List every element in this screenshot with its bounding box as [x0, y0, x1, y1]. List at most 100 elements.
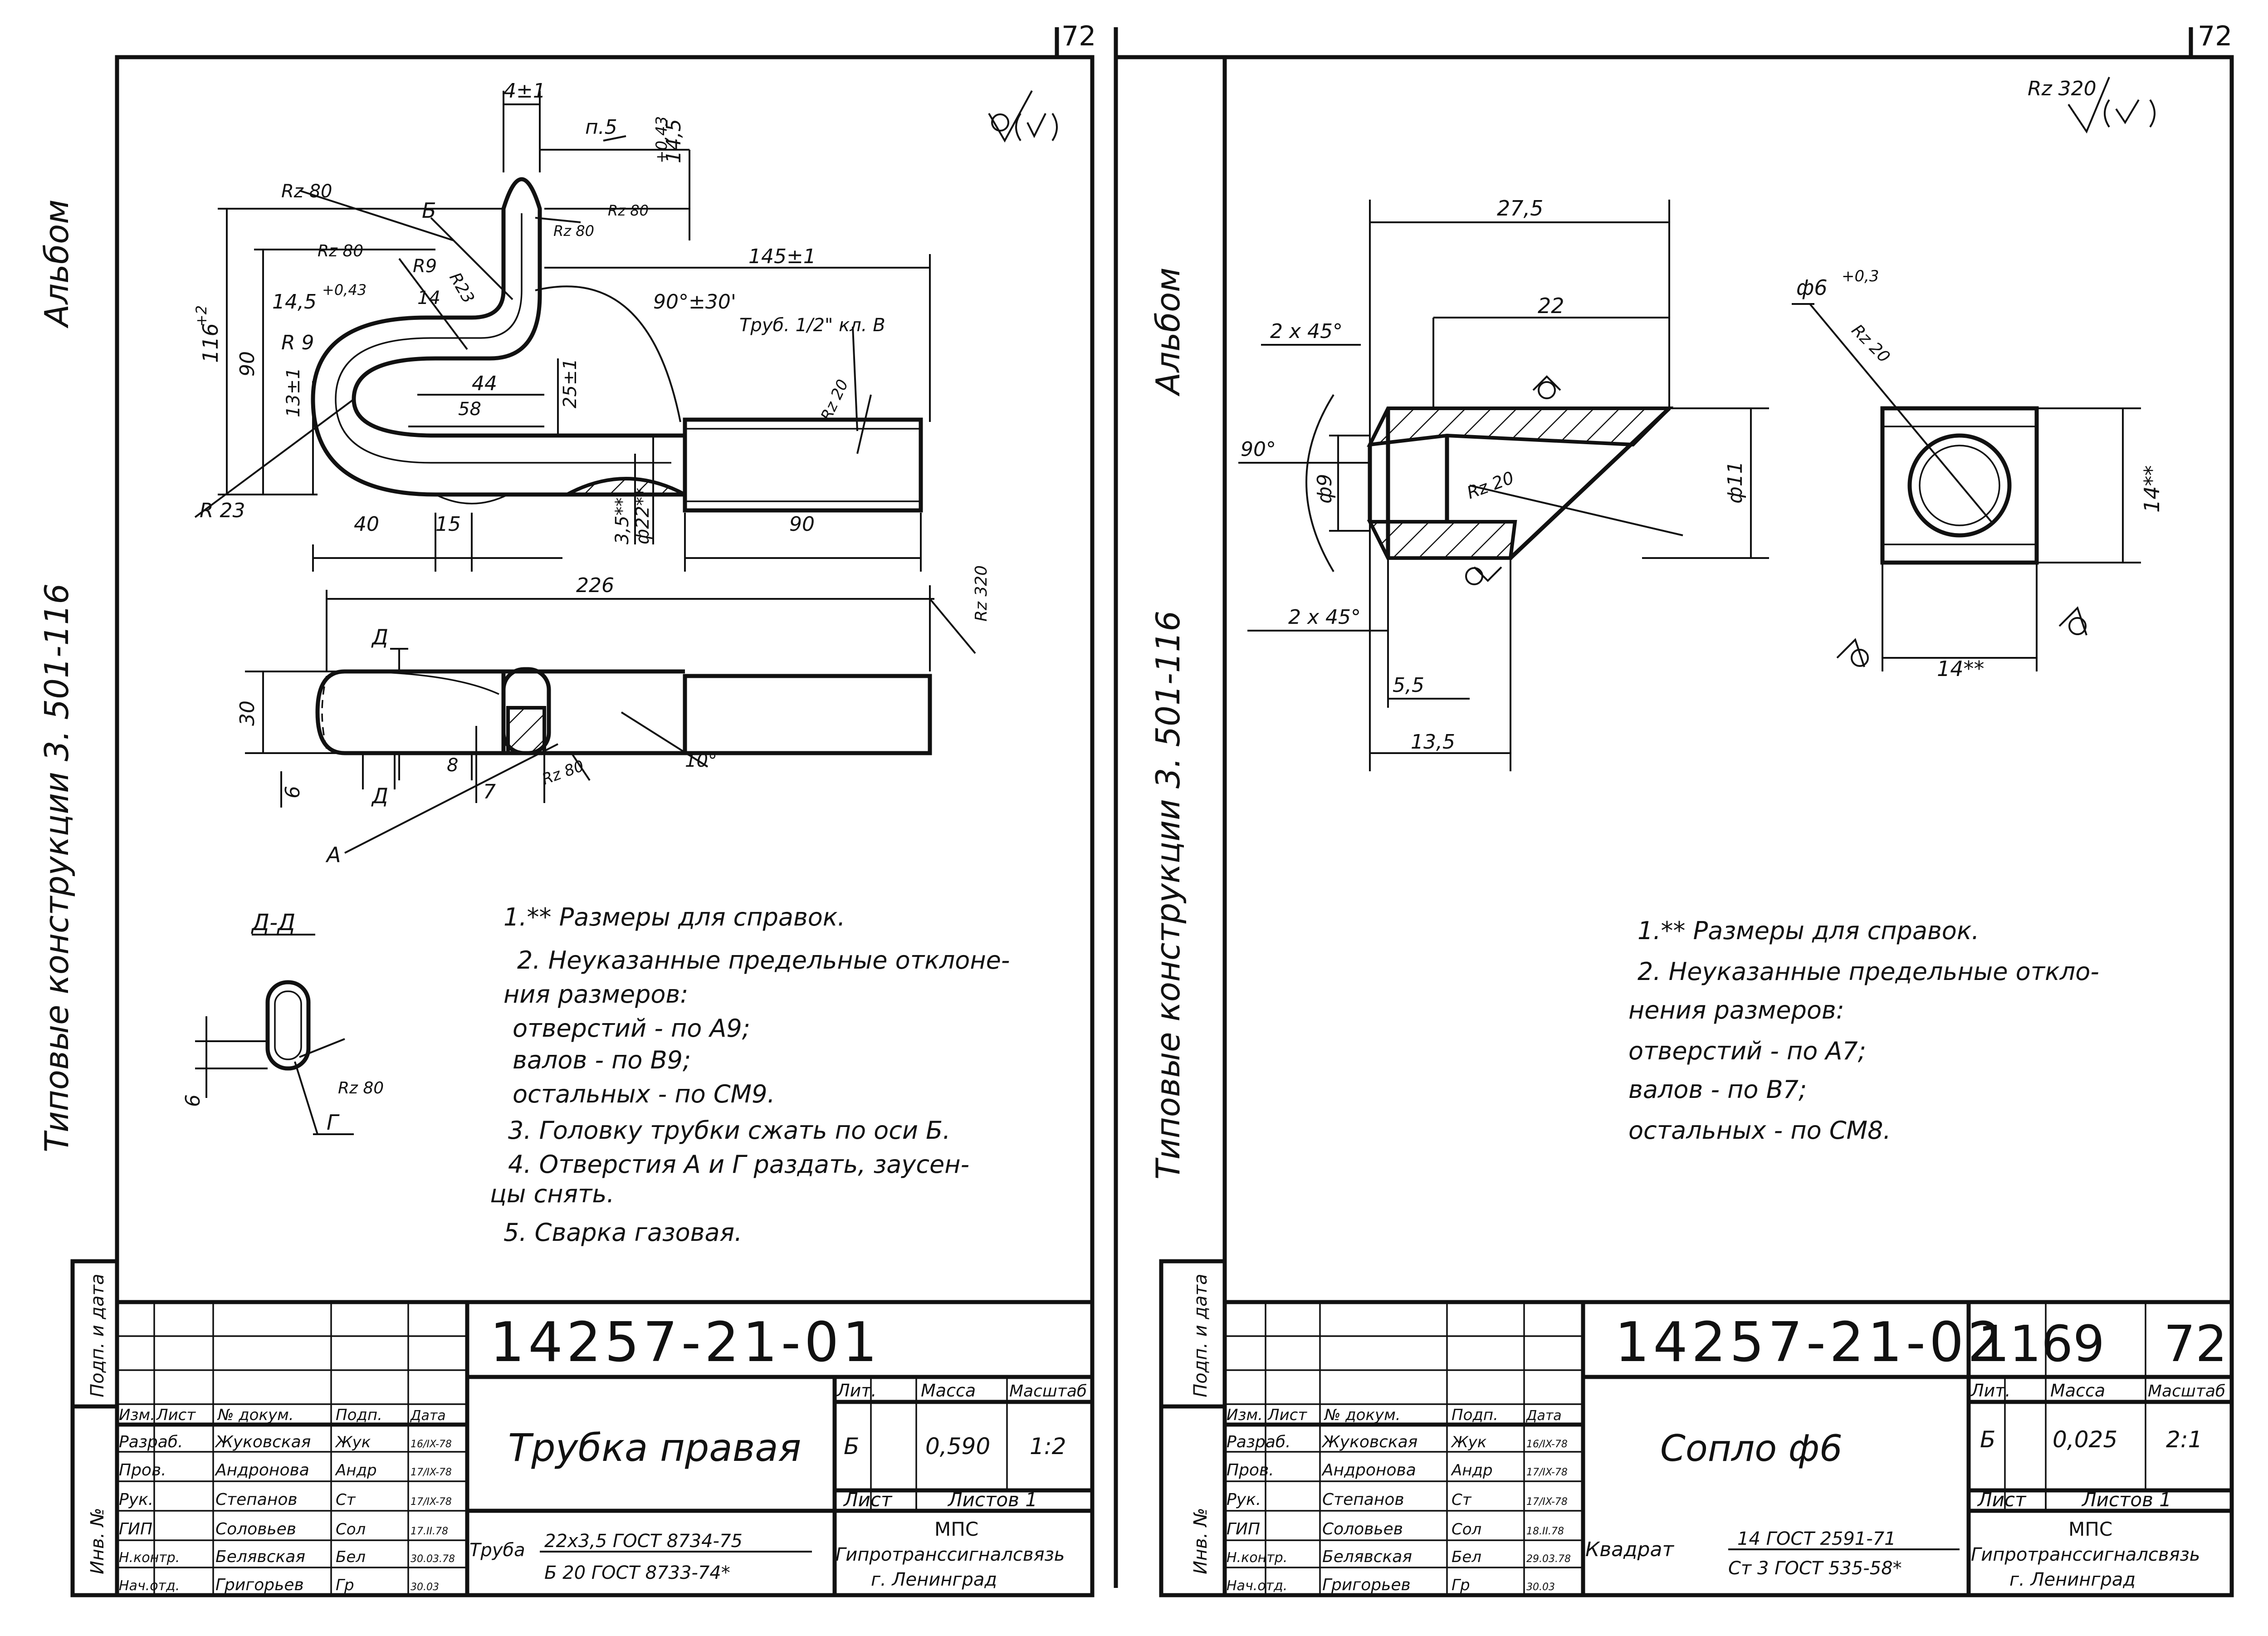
left-row-date-1: 16/IX-78 [411, 1439, 452, 1450]
dim-d14: 90°±30' [653, 290, 736, 313]
dim-d33: 30 [236, 700, 259, 726]
right-part-title: Сопло ф6 [1660, 1427, 1843, 1469]
right-row-name-1: Жуковская [1321, 1433, 1418, 1451]
right-box-2: 72 [2164, 1315, 2227, 1373]
right-row-sign-4: Сол [1452, 1520, 1481, 1538]
dim-d17: 90 [236, 351, 259, 377]
right-note-4: отверстий - по А7; [1628, 1037, 1866, 1065]
right-note-6: остальных - по СМ8. [1628, 1116, 1891, 1145]
right-row-role-6: Нач.отд. [1227, 1578, 1287, 1594]
dim-d28: ф22** [632, 488, 653, 544]
left-note-7: 3. Головку трубки сжать по оси Б. [508, 1116, 950, 1145]
dim-d25: 40 [354, 513, 379, 536]
left-note-2: 2. Неуказанные предельные отклоне- [517, 946, 1010, 975]
right-notes: 1.** Размеры для справок. 2. Неуказанные… [1628, 916, 2099, 1145]
left-side-label-2: Инв. № [87, 1508, 108, 1574]
left-lit-value: Б [844, 1433, 859, 1460]
dim-r9: 5,5 [1393, 674, 1424, 697]
right-row-name-4: Соловьев [1322, 1520, 1403, 1538]
left-note-8: 4. Отверстия А и Г раздать, заусен- [508, 1150, 969, 1179]
left-col-izm: Изм. [119, 1406, 155, 1424]
dim-d2: п.5 [585, 116, 617, 139]
right-col-list: Лист [1267, 1406, 1307, 1424]
right-doc-number: 14257-21-02 [1615, 1311, 2006, 1374]
dim-d23: Rz 20 [817, 377, 852, 423]
right-side-label-2: Инв. № [1190, 1508, 1211, 1574]
left-note-10: 5. Сварка газовая. [503, 1218, 742, 1247]
dim-d21: 25±1 [560, 358, 581, 408]
nozzle-section [1238, 200, 1769, 771]
right-org-1: МПС [2068, 1518, 2112, 1540]
dim-d12: 14,5 [272, 290, 317, 313]
left-part-title: Трубка правая [508, 1425, 801, 1470]
dim-d20: 44 [472, 372, 497, 395]
right-lit-label: Лит. [1970, 1381, 2011, 1401]
roughness-right-label: Rz 320 [2028, 77, 2097, 100]
right-material-bottom: Ст 3 ГОСТ 535-58* [1728, 1558, 1902, 1579]
dim-d4: Rz 80 [281, 181, 332, 202]
dim-d13: 14 [417, 288, 440, 309]
left-material-kind: Труба [469, 1540, 525, 1561]
right-scale-label: Масштаб [2148, 1382, 2225, 1401]
dim-d11: 145±1 [748, 245, 816, 268]
right-row-role-3: Рук. [1227, 1490, 1261, 1509]
right-row-sign-2: Андр [1451, 1461, 1493, 1479]
album-label-left: Типовые конструкции 3. 501-116 [38, 583, 76, 1152]
dim-d9: R9 [413, 256, 437, 277]
dim-r2: 22 [1538, 294, 1564, 318]
section-label: Д-Д [251, 909, 295, 936]
dim-d12-tol: +0,43 [322, 281, 367, 299]
left-row-role-1: Разраб. [119, 1433, 183, 1451]
dim-d40: А [325, 842, 341, 867]
left-note-9: цы снять. [490, 1180, 614, 1208]
left-row-name-2: Андронова [215, 1461, 309, 1479]
left-note-3: ния размеров: [503, 980, 688, 1009]
left-row-date-5: 30.03.78 [411, 1553, 455, 1565]
left-row-sign-6: Гр [336, 1576, 354, 1594]
dim-d34: 6 [281, 786, 304, 798]
dim-r12: Rz 20 [1848, 321, 1894, 367]
dim-r10: 13,5 [1411, 730, 1455, 754]
left-col-doc: № докум. [217, 1406, 294, 1424]
right-material-kind: Квадрат [1585, 1538, 1674, 1561]
dim-r14: 14** [1937, 656, 1984, 681]
left-scale-label: Масштаб [1009, 1382, 1087, 1401]
left-row-sign-5: Бел [336, 1548, 366, 1566]
right-row-sign-5: Бел [1452, 1548, 1481, 1566]
right-sheet-label: Лист [1977, 1489, 2027, 1511]
dim-d16: 116 [198, 323, 223, 363]
series-label-left: Альбом [38, 200, 76, 328]
dim-d39: 10° [685, 750, 717, 771]
page-number-right: 72 [2198, 20, 2232, 52]
left-row-date-6: 30.03 [411, 1582, 439, 1593]
square-dimensions: ф6 +0,3 Rz 20 14** 14** [1796, 267, 2164, 681]
dim-d7: Rz 80 [608, 202, 649, 219]
right-row-date-4: 18.II.78 [1526, 1526, 1564, 1537]
dim-d43: Rz 80 [338, 1079, 384, 1097]
right-note-2: 2. Неуказанные предельные откло- [1637, 957, 2099, 986]
dim-d6: Rz 80 [553, 222, 594, 240]
right-row-sign-6: Гр [1452, 1576, 1470, 1594]
left-note-6: остальных - по СМ9. [513, 1080, 775, 1108]
right-material-top: 14 ГОСТ 2591-71 [1737, 1528, 1896, 1549]
right-row-date-3: 17/IX-78 [1526, 1496, 1568, 1508]
right-scale-value: 2:1 [2166, 1426, 2202, 1453]
right-row-date-6: 30.03 [1526, 1582, 1555, 1593]
dim-r11: ф6 [1796, 275, 1828, 300]
left-row-role-5: Н.контр. [119, 1550, 180, 1566]
tube-front-view [194, 91, 931, 572]
dim-d29: 90 [789, 513, 815, 536]
dim-r5: ф9 [1313, 474, 1336, 504]
nozzle-dimensions: 27,5 22 2 x 45° 90° ф9 Rz 20 ф11 2 x 45°… [1241, 196, 1747, 754]
dim-d1: 4±1 [503, 79, 546, 103]
right-box-1: 1169 [1978, 1315, 2105, 1373]
right-row-date-5: 29.03.78 [1526, 1553, 1571, 1565]
dim-d44: Г [327, 1110, 340, 1135]
tube-plan-view [245, 585, 976, 854]
left-row-date-3: 17/IX-78 [411, 1496, 452, 1508]
dim-d42: 6 [181, 1094, 205, 1107]
left-row-name-3: Степанов [215, 1490, 298, 1509]
left-mass-value: 0,590 [925, 1433, 990, 1460]
right-lit-value: Б [1980, 1426, 1995, 1453]
dim-r6: Rz 20 [1464, 468, 1516, 503]
